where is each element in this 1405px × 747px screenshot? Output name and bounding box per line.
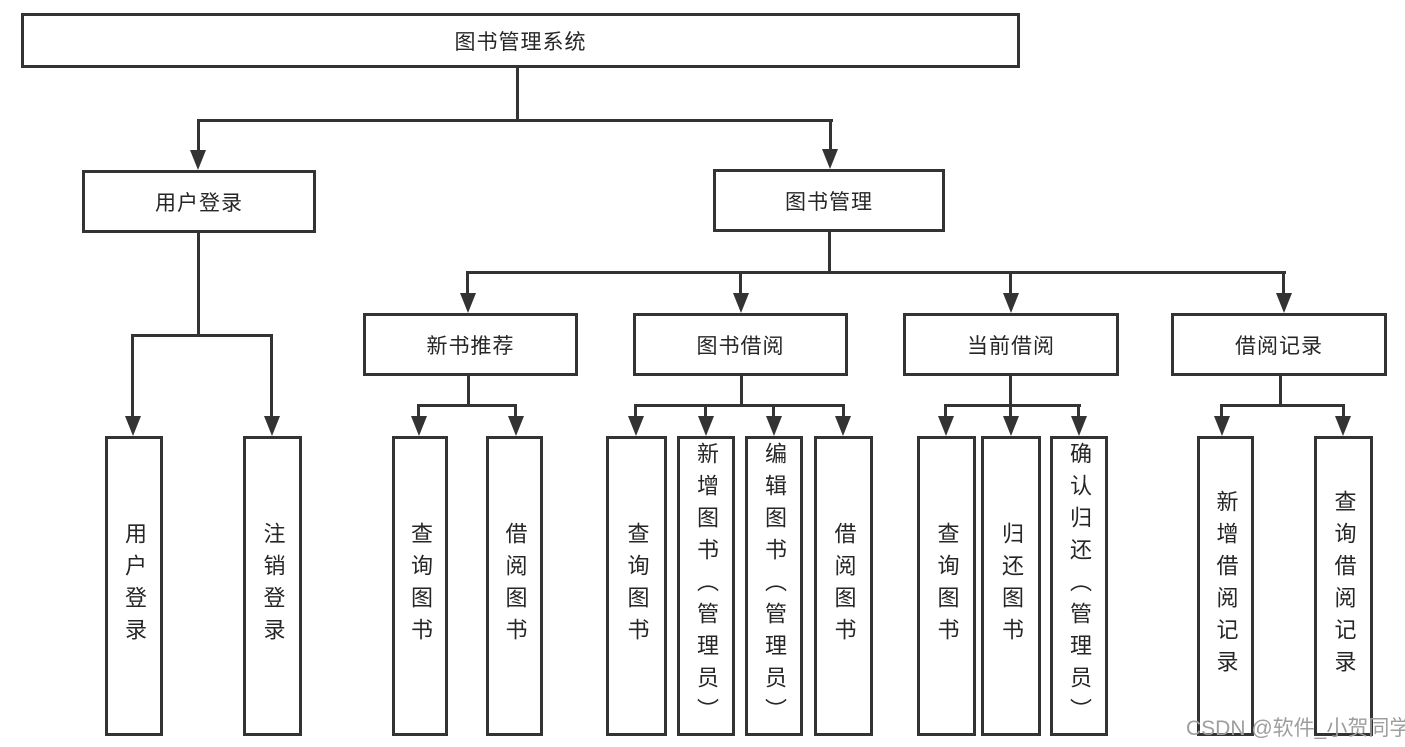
leaf-edit-books-admin: 编辑图书（管理员） <box>745 436 803 736</box>
leaf-query-books: 查询图书 <box>917 436 976 736</box>
connector-line <box>1220 404 1345 407</box>
arrow-down-icon <box>508 416 524 436</box>
node-label: 注销登录 <box>260 522 286 650</box>
node-label: 查询借阅记录 <box>1331 490 1357 682</box>
arrow-down-icon <box>125 416 141 436</box>
connector-line <box>197 233 200 337</box>
arrow-down-icon <box>460 293 476 313</box>
node-label: 当前借阅 <box>967 334 1055 358</box>
connector-line <box>197 119 200 153</box>
arrow-down-icon <box>766 416 782 436</box>
connector-line <box>634 404 637 419</box>
node-label: 用户登录 <box>155 191 243 215</box>
connector-line <box>1342 404 1345 419</box>
node-label: 借阅记录 <box>1235 334 1323 358</box>
connector-line <box>842 404 845 419</box>
connector-line <box>131 334 134 420</box>
node-label: 借阅图书 <box>502 522 528 650</box>
node-label: 查询图书 <box>624 522 650 650</box>
leaf-query-books: 查询图书 <box>392 436 448 736</box>
arrow-down-icon <box>1003 293 1019 313</box>
leaf-user-login: 用户登录 <box>105 436 163 736</box>
connector-line <box>1009 404 1012 419</box>
node-user-login: 用户登录 <box>82 170 316 233</box>
node-label: 查询图书 <box>408 522 433 650</box>
connector-line <box>739 271 742 299</box>
arrow-down-icon <box>835 416 851 436</box>
leaf-borrow-books: 借阅图书 <box>814 436 873 736</box>
arrow-down-icon <box>190 150 206 170</box>
connector-line <box>417 404 420 419</box>
connector-line <box>772 404 775 419</box>
connector-line <box>944 404 947 419</box>
leaf-borrow-books: 借阅图书 <box>486 436 543 736</box>
arrow-down-icon <box>698 416 714 436</box>
node-label: 用户登录 <box>122 522 147 650</box>
node-book-borrow: 图书借阅 <box>633 313 848 376</box>
node-label: 图书借阅 <box>696 334 785 358</box>
connector-line <box>1279 376 1282 407</box>
node-label: 新书推荐 <box>426 334 515 358</box>
arrow-down-icon <box>411 416 427 436</box>
connector-line <box>514 404 517 419</box>
arrow-down-icon <box>938 416 954 436</box>
connector-line <box>516 68 519 122</box>
node-label: 新增图书（管理员） <box>694 442 719 730</box>
node-label: 图书管理 <box>785 190 873 214</box>
leaf-add-borrow-record: 新增借阅记录 <box>1197 436 1254 736</box>
leaf-query-borrow-record: 查询借阅记录 <box>1314 436 1373 736</box>
csdn-watermark: CSDN @软件_小贺同学 <box>1186 717 1405 740</box>
node-label: 图书管理系统 <box>454 30 587 54</box>
connector-line <box>466 271 1286 274</box>
node-book-management: 图书管理 <box>713 169 945 232</box>
connector-line <box>270 334 273 420</box>
leaf-confirm-return-admin: 确认归还（管理员） <box>1050 436 1108 736</box>
leaf-add-books-admin: 新增图书（管理员） <box>677 436 735 736</box>
arrow-down-icon <box>628 416 644 436</box>
node-current-borrow: 当前借阅 <box>903 313 1119 376</box>
leaf-return-books: 归还图书 <box>981 436 1041 736</box>
connector-line <box>1009 271 1012 299</box>
connector-line <box>634 404 845 407</box>
arrow-down-icon <box>1071 416 1087 436</box>
node-borrow-records: 借阅记录 <box>1171 313 1387 376</box>
node-label: 确认归还（管理员） <box>1067 442 1092 730</box>
arrow-down-icon <box>822 149 838 169</box>
node-new-book-recommend: 新书推荐 <box>363 313 578 376</box>
arrow-down-icon <box>264 416 280 436</box>
connector-line <box>131 334 273 337</box>
leaf-query-books: 查询图书 <box>606 436 667 736</box>
connector-line <box>1282 271 1285 299</box>
node-library-management-system: 图书管理系统 <box>21 13 1020 68</box>
connector-line <box>1077 404 1080 419</box>
connector-line <box>828 232 831 274</box>
connector-line <box>1009 376 1012 407</box>
arrow-down-icon <box>1276 293 1292 313</box>
connector-line <box>467 376 470 407</box>
node-label: 查询图书 <box>934 522 960 650</box>
node-label: 新增借阅记录 <box>1213 490 1239 682</box>
node-label: 编辑图书（管理员） <box>762 442 787 730</box>
arrow-down-icon <box>733 293 749 313</box>
arrow-down-icon <box>1003 416 1019 436</box>
node-label: 归还图书 <box>999 522 1024 650</box>
connector-line <box>417 404 517 407</box>
node-label: 借阅图书 <box>831 522 857 650</box>
connector-line <box>197 119 833 122</box>
arrow-down-icon <box>1335 416 1351 436</box>
connector-line <box>704 404 707 419</box>
arrow-down-icon <box>1214 416 1230 436</box>
leaf-logout: 注销登录 <box>243 436 302 736</box>
connector-line <box>740 376 743 407</box>
connector-line <box>1220 404 1223 419</box>
connector-line <box>466 271 469 299</box>
connector-line <box>829 119 832 152</box>
connector-line <box>944 404 1081 407</box>
